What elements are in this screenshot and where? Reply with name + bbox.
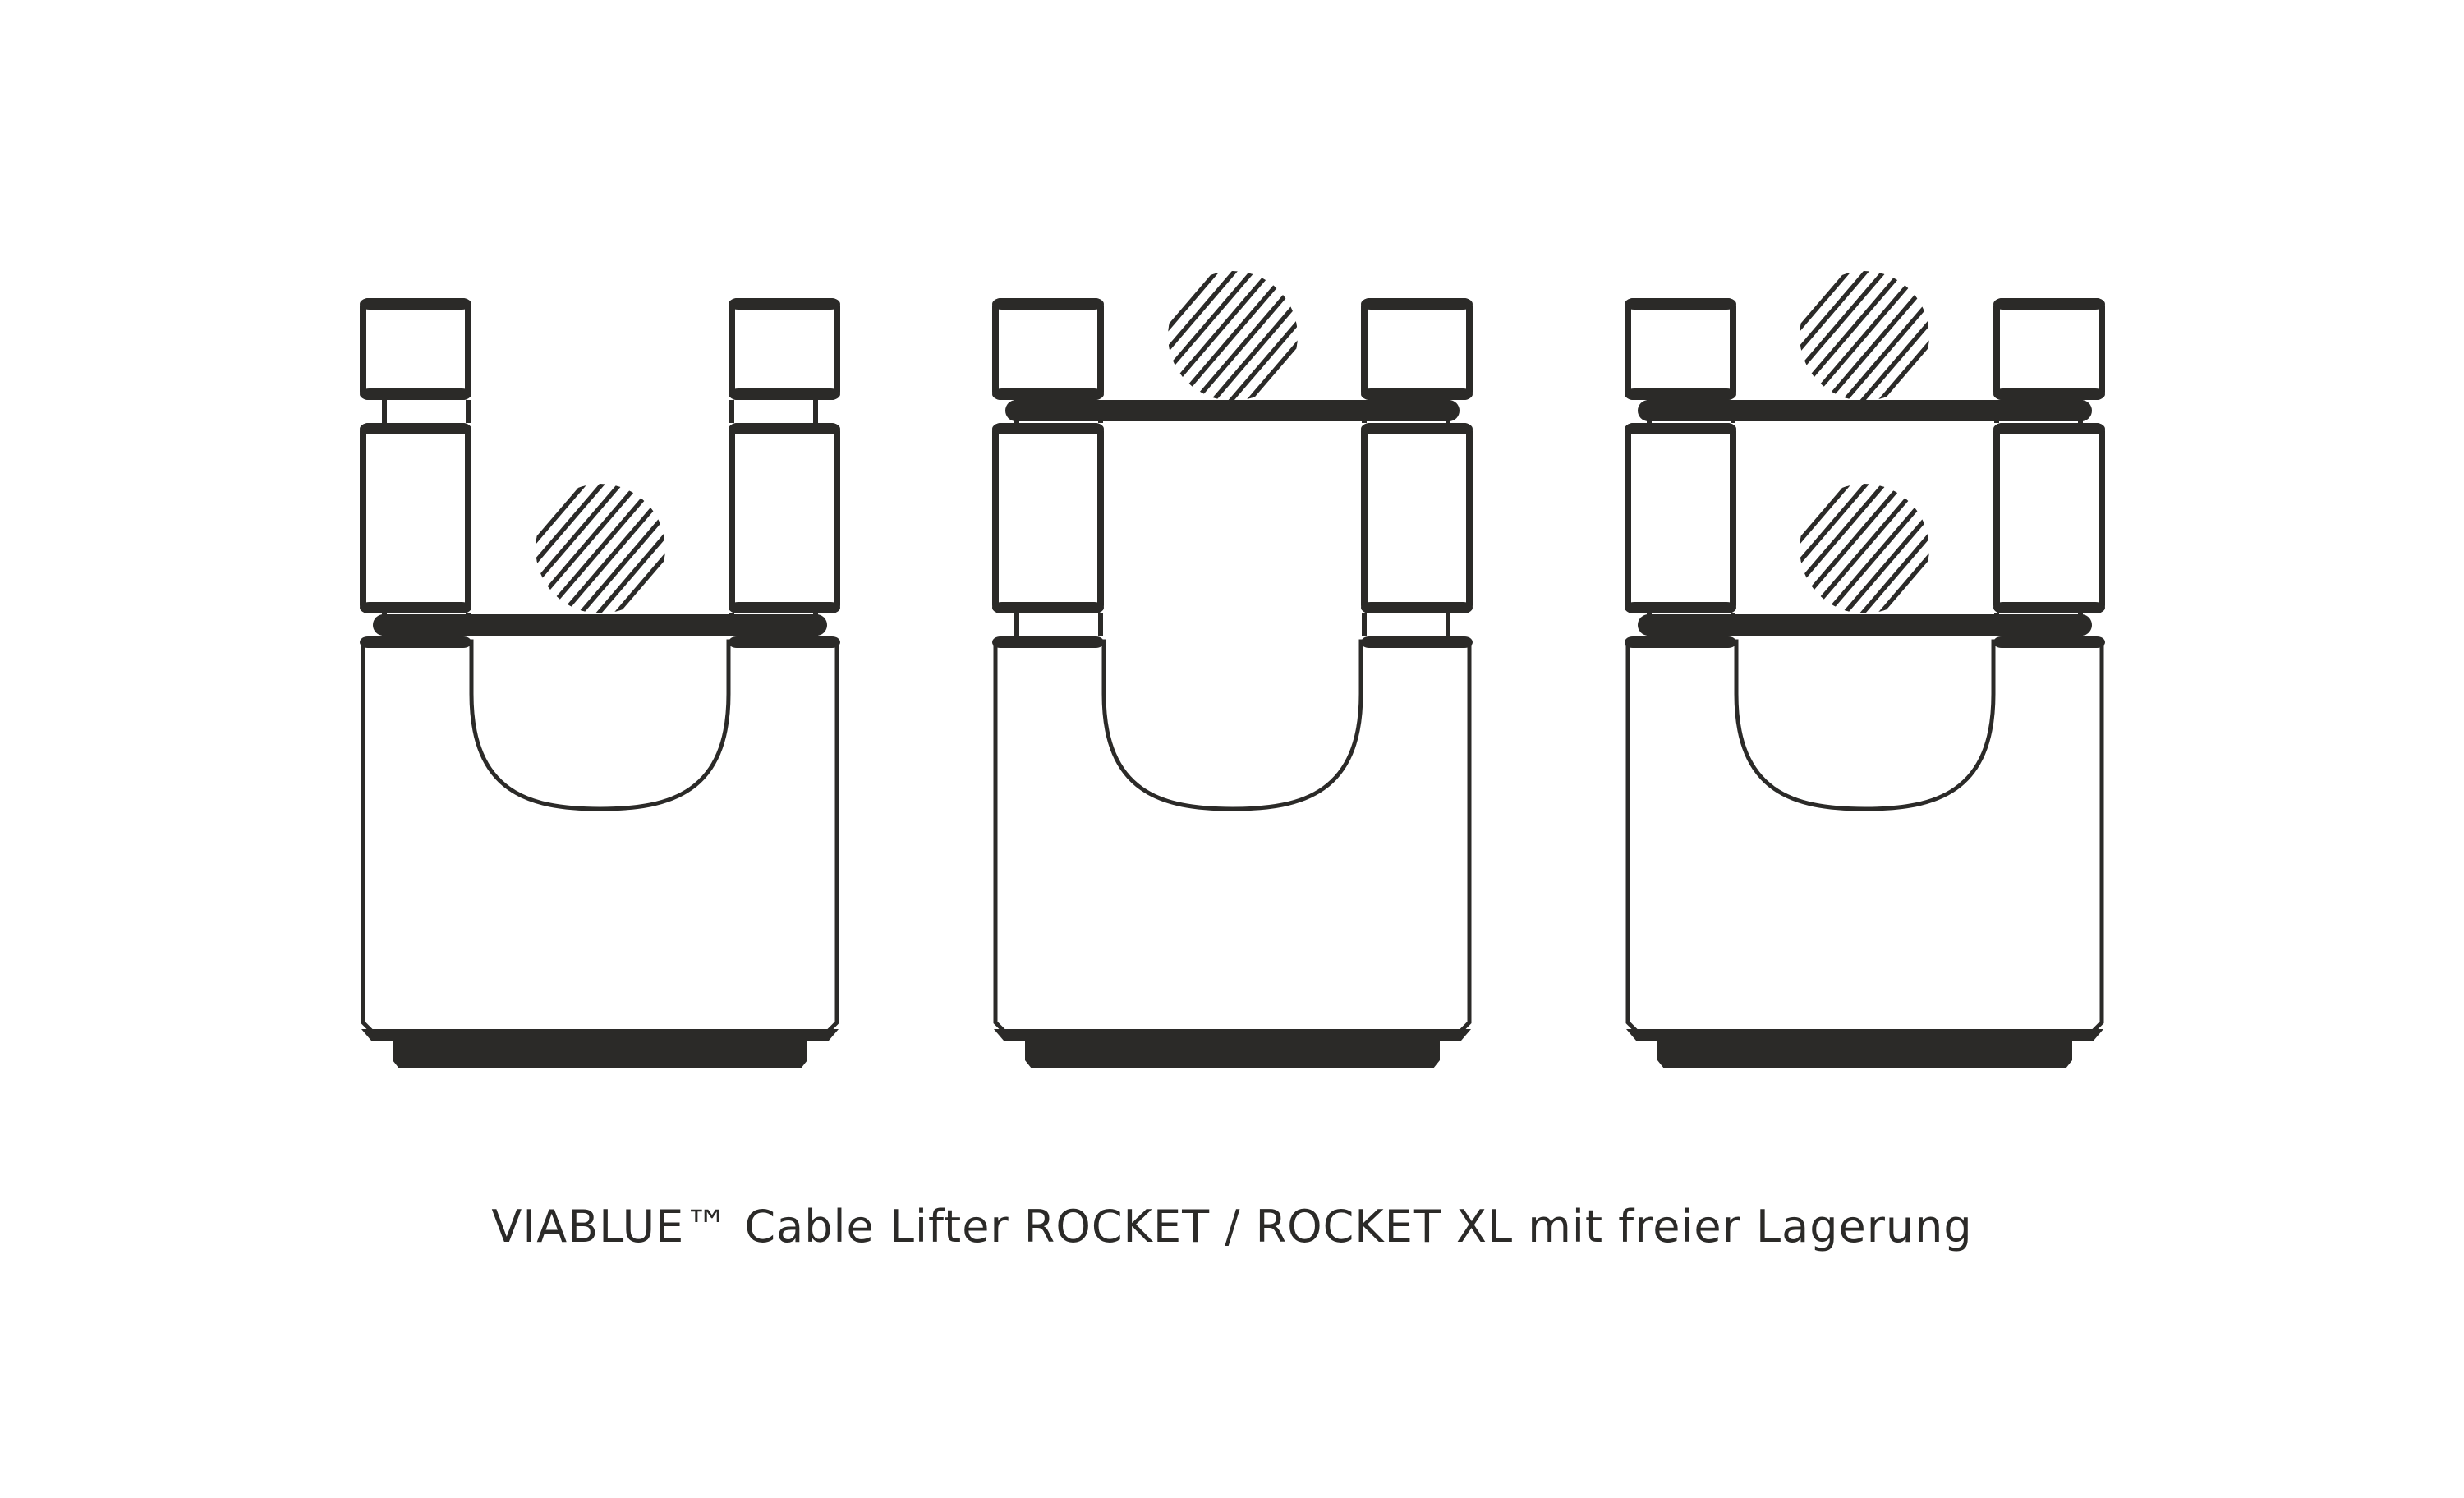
lifter-2-cable-high xyxy=(992,261,1473,1068)
lifter-base-body xyxy=(1625,639,2104,1035)
lifter-base-body xyxy=(361,639,839,1035)
rubber-foot xyxy=(1657,1041,2072,1068)
cable-cross-section-icon xyxy=(1168,271,1298,401)
cable-cross-section-icon xyxy=(1800,271,1929,401)
cable-cross-section-icon xyxy=(1800,484,1929,613)
elastic-band-upper xyxy=(1638,400,2092,421)
elastic-band-lower xyxy=(1638,614,2092,636)
lifter-1-cable-low xyxy=(360,298,840,1068)
cable-cross-section-icon xyxy=(536,484,665,613)
figure-caption: VIABLUE™ Cable Lifter ROCKET / ROCKET XL… xyxy=(491,1201,1973,1252)
lifter-3-cable-double xyxy=(1625,261,2105,1068)
lifter-base-body xyxy=(993,639,1472,1035)
elastic-band-lower xyxy=(373,614,827,636)
rubber-foot xyxy=(1025,1041,1440,1068)
elastic-band-upper xyxy=(1005,400,1460,421)
rubber-foot xyxy=(393,1041,807,1068)
